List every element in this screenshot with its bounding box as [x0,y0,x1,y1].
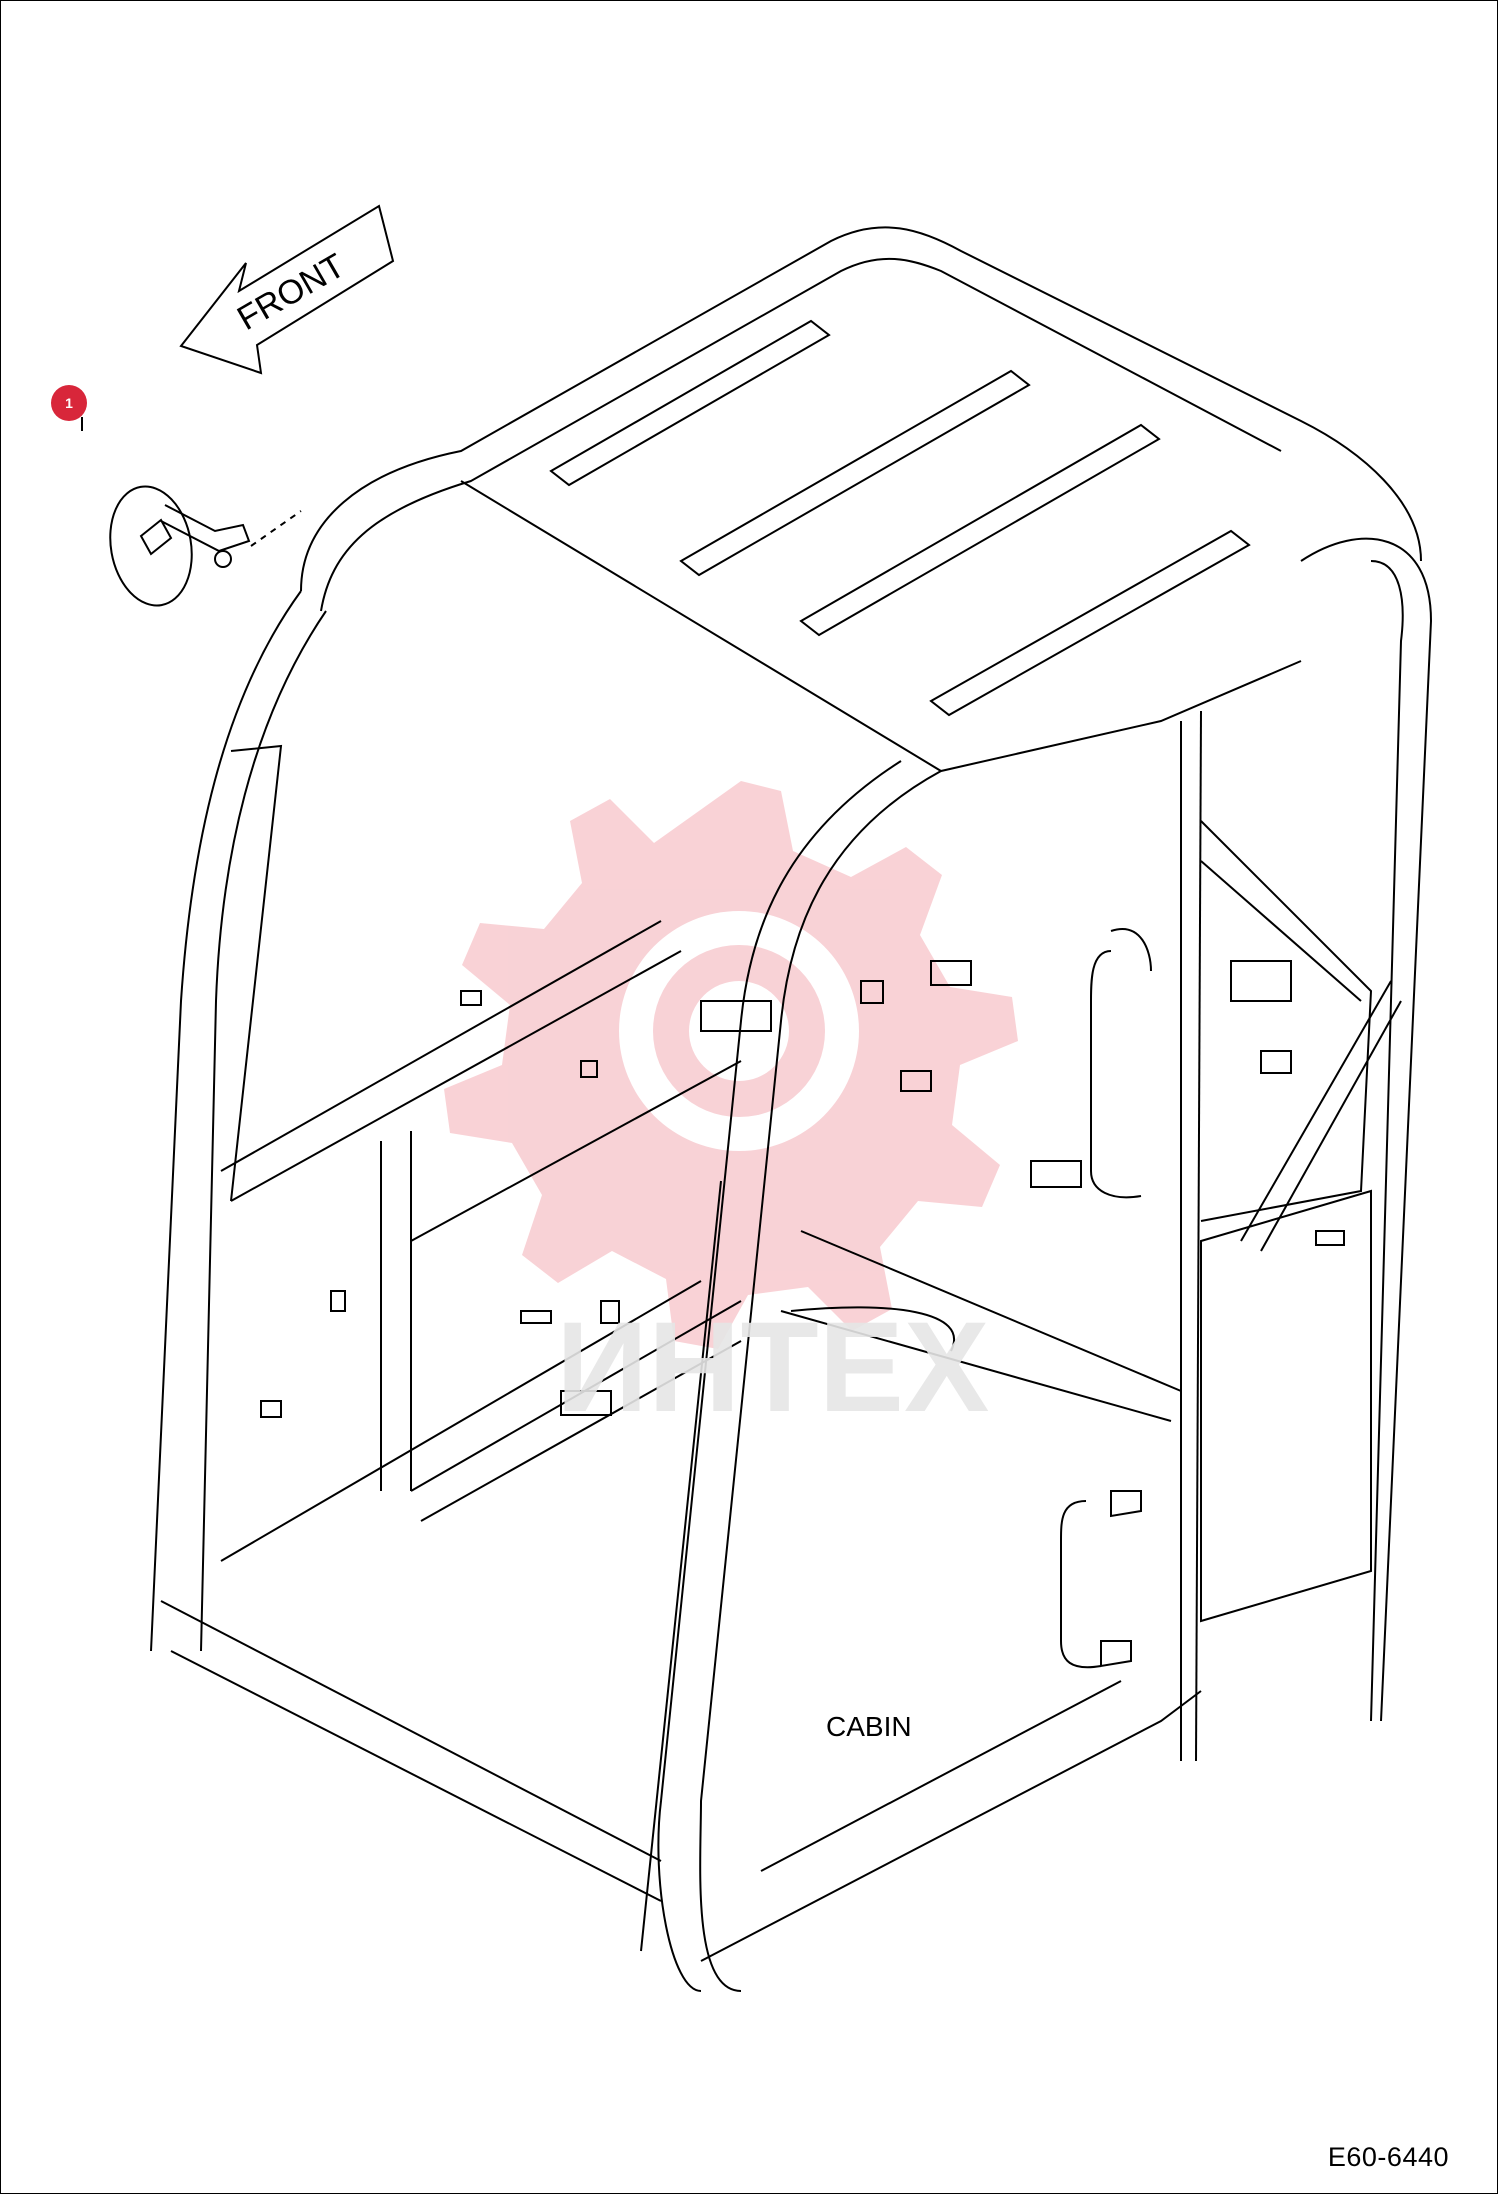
mirror-part [109,485,302,607]
callout-1[interactable]: 1 [51,385,87,421]
callout-leader [81,417,83,431]
watermark-text: ИНТЕХ [556,1296,989,1439]
watermark-gear-icon [444,781,1018,1349]
cabin-frame [150,226,1433,1992]
drawing-code: E60-6440 [1327,2142,1449,2172]
front-arrow-icon [179,204,395,375]
cabin-label: CABIN [826,1711,912,1742]
